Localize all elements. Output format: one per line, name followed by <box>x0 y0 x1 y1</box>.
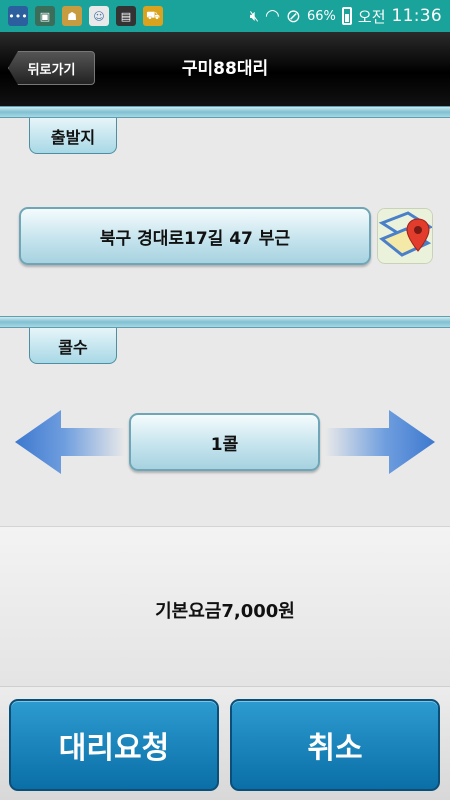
status-bar: ••• ▣ ☗ ☺ ▤ ⛟ 🔇︎ ◠ ⊘ 66% 오전 11:36 <box>0 0 450 32</box>
section-divider <box>0 106 450 118</box>
page-title: 구미88대리 <box>181 59 269 79</box>
action-bar: 대리요청 취소 <box>0 686 450 800</box>
call-count-display[interactable]: 1콜 <box>129 413 320 471</box>
decrease-arrow-icon[interactable] <box>15 410 125 474</box>
base-fee-text: 기본요금7,000원 <box>155 601 295 622</box>
departure-address-button[interactable]: 북구 경대로17길 47 부근 <box>19 207 371 265</box>
back-button[interactable]: 뒤로가기 <box>8 51 95 85</box>
map-icon[interactable] <box>377 208 433 264</box>
clock: 11:36 <box>391 6 442 26</box>
request-driver-button[interactable]: 대리요청 <box>9 699 219 791</box>
app-icon: ▤ <box>116 6 136 26</box>
am-pm: 오전 <box>357 7 386 26</box>
no-sign-icon: ⊘ <box>285 5 301 27</box>
image-icon: ▣ <box>35 6 55 26</box>
section-divider <box>0 316 450 328</box>
fee-panel: 기본요금7,000원 <box>0 526 450 686</box>
calls-section-tab: 콜수 <box>29 328 117 364</box>
wifi-icon: ◠ <box>265 6 280 26</box>
baby-icon: ☺ <box>89 6 109 26</box>
battery-icon <box>341 7 352 25</box>
chat-icon: ••• <box>8 6 28 26</box>
increase-arrow-icon[interactable] <box>325 410 435 474</box>
battery-percent: 66% <box>306 8 336 24</box>
cancel-button[interactable]: 취소 <box>230 699 440 791</box>
app-icon: ☗ <box>62 6 82 26</box>
departure-section-tab: 출발지 <box>29 118 117 154</box>
taxi-icon: ⛟ <box>143 6 163 26</box>
mute-icon: 🔇︎ <box>249 7 260 25</box>
title-bar: 뒤로가기 구미88대리 <box>0 32 450 106</box>
